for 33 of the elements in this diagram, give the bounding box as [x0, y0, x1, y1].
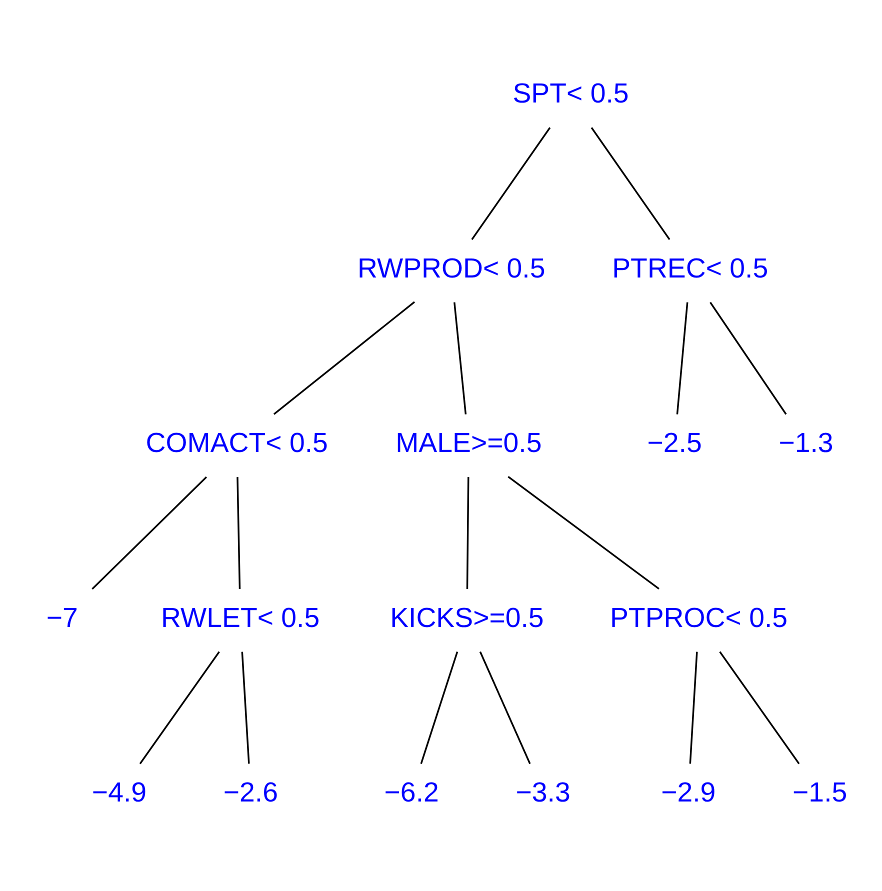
connector	[420, 652, 458, 764]
node-text: MALE>=0.5	[396, 427, 542, 458]
connector	[454, 302, 467, 414]
connector	[236, 477, 241, 590]
node-text: −3.3	[516, 776, 570, 808]
node-text: −6.2	[384, 776, 439, 808]
node-text: −2.6	[223, 776, 278, 808]
connector	[676, 302, 688, 414]
node-text: RWLET< 0.5	[161, 602, 320, 633]
node-text: −1.5	[792, 776, 848, 808]
connector	[508, 476, 660, 590]
node-text: −2.5	[647, 427, 702, 458]
connector	[139, 651, 220, 764]
connector	[689, 652, 698, 764]
connector	[590, 127, 670, 240]
connector	[710, 302, 787, 415]
connector	[241, 652, 250, 764]
connector	[719, 651, 800, 764]
connector	[273, 301, 416, 415]
connector	[92, 476, 208, 590]
node-text: −2.9	[661, 776, 716, 808]
node-text: PTREC< 0.5	[612, 252, 768, 284]
node-text: −7	[46, 602, 78, 633]
node-text: −1.3	[778, 427, 834, 458]
node-text: KICKS>=0.5	[390, 602, 544, 633]
node-text: SPT< 0.5	[512, 78, 629, 109]
node-text: −4.9	[92, 776, 147, 808]
node-text: COMACT< 0.5	[146, 427, 328, 458]
connector	[471, 127, 551, 240]
node-text: PTPROC< 0.5	[610, 602, 788, 633]
node-text: RWPROD< 0.5	[357, 252, 546, 284]
connector	[479, 651, 531, 764]
connector	[466, 477, 470, 589]
